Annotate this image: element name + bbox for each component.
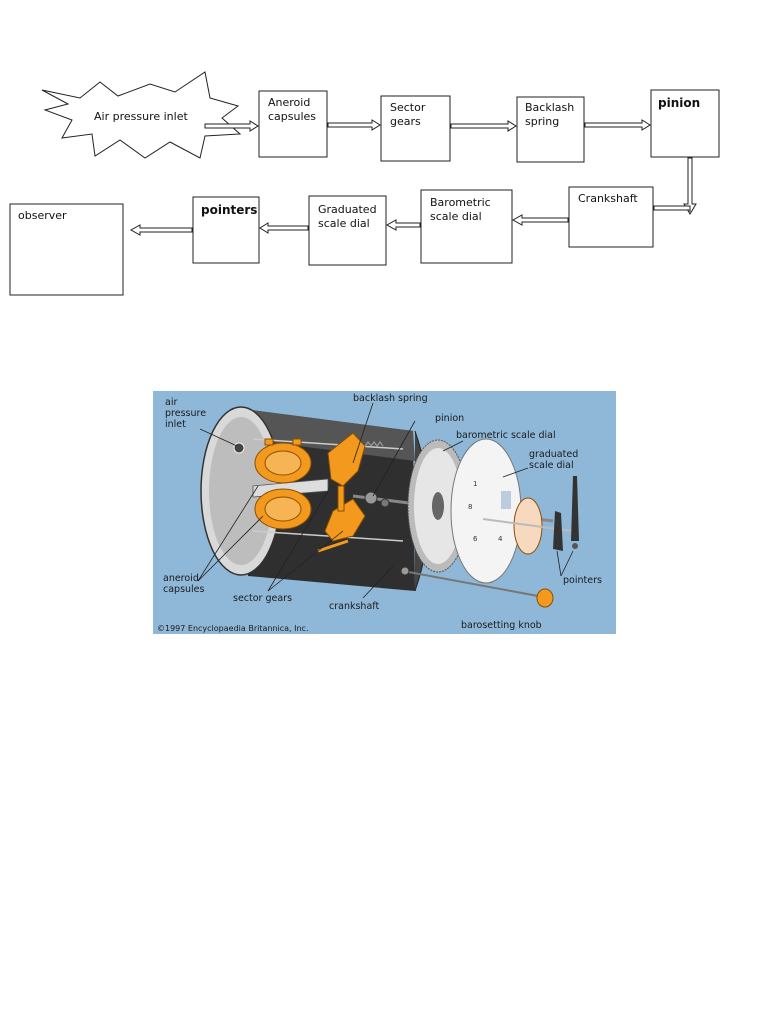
svg-text:6: 6 — [473, 535, 478, 543]
barometric-box — [420, 189, 513, 264]
pointers-box — [192, 196, 260, 264]
graduated-box — [308, 195, 387, 266]
pinion-box — [650, 89, 720, 158]
observer-label: observer — [18, 209, 67, 222]
sector-label: Sector gears — [390, 101, 426, 128]
sector-box — [380, 95, 451, 162]
pinion-label: pinion — [658, 96, 701, 110]
backlash-box — [516, 96, 585, 163]
flowchart — [9, 71, 720, 296]
crankshaft-rod — [400, 566, 539, 597]
air-inlet-starburst — [41, 71, 242, 159]
illus-label-pinion: pinion — [435, 413, 464, 424]
barometric-label: Barometric scale dial — [430, 196, 491, 223]
sector-gears — [317, 432, 366, 553]
altimeter-illustration: 1 8 6 4 — [153, 391, 616, 634]
illus-label-barometric: barometric scale dial — [456, 430, 556, 441]
pointers-label: pointers — [201, 203, 258, 217]
svg-text:4: 4 — [498, 535, 503, 543]
graduated-dial: 1 8 6 4 — [450, 438, 522, 584]
illus-label-sector: sector gears — [233, 593, 292, 604]
svg-text:1: 1 — [473, 480, 477, 488]
barometric-dial — [407, 439, 469, 573]
backlash-label: Backlash spring — [525, 101, 575, 128]
flow-arrows — [129, 119, 697, 236]
leader-lines — [197, 402, 574, 599]
illus-label-crankshaft: crankshaft — [329, 601, 379, 612]
illus-label-knob: barosetting knob — [461, 620, 542, 631]
aneroid-box — [258, 90, 328, 158]
aneroid-capsules — [254, 438, 312, 530]
cylinder-housing — [200, 406, 430, 592]
observer-box — [9, 203, 124, 296]
graduated-label: Graduated scale dial — [318, 203, 377, 230]
illus-copyright: ©1997 Encyclopaedia Britannica, Inc. — [157, 624, 308, 633]
crankshaft-label: Crankshaft — [578, 192, 638, 205]
crankshaft-box — [568, 186, 654, 248]
aneroid-label: Aneroid capsules — [268, 96, 317, 123]
illus-label-backlash: backlash spring — [353, 393, 428, 404]
air-inlet-hole — [233, 442, 245, 454]
backlash-spring-coil — [364, 441, 384, 447]
pointers-needles — [553, 476, 579, 551]
svg-text:8: 8 — [468, 503, 472, 511]
air-inlet-label: Air pressure inlet — [94, 110, 188, 123]
illus-label-pointers: pointers — [563, 575, 602, 586]
barosetting-knob — [536, 588, 554, 608]
